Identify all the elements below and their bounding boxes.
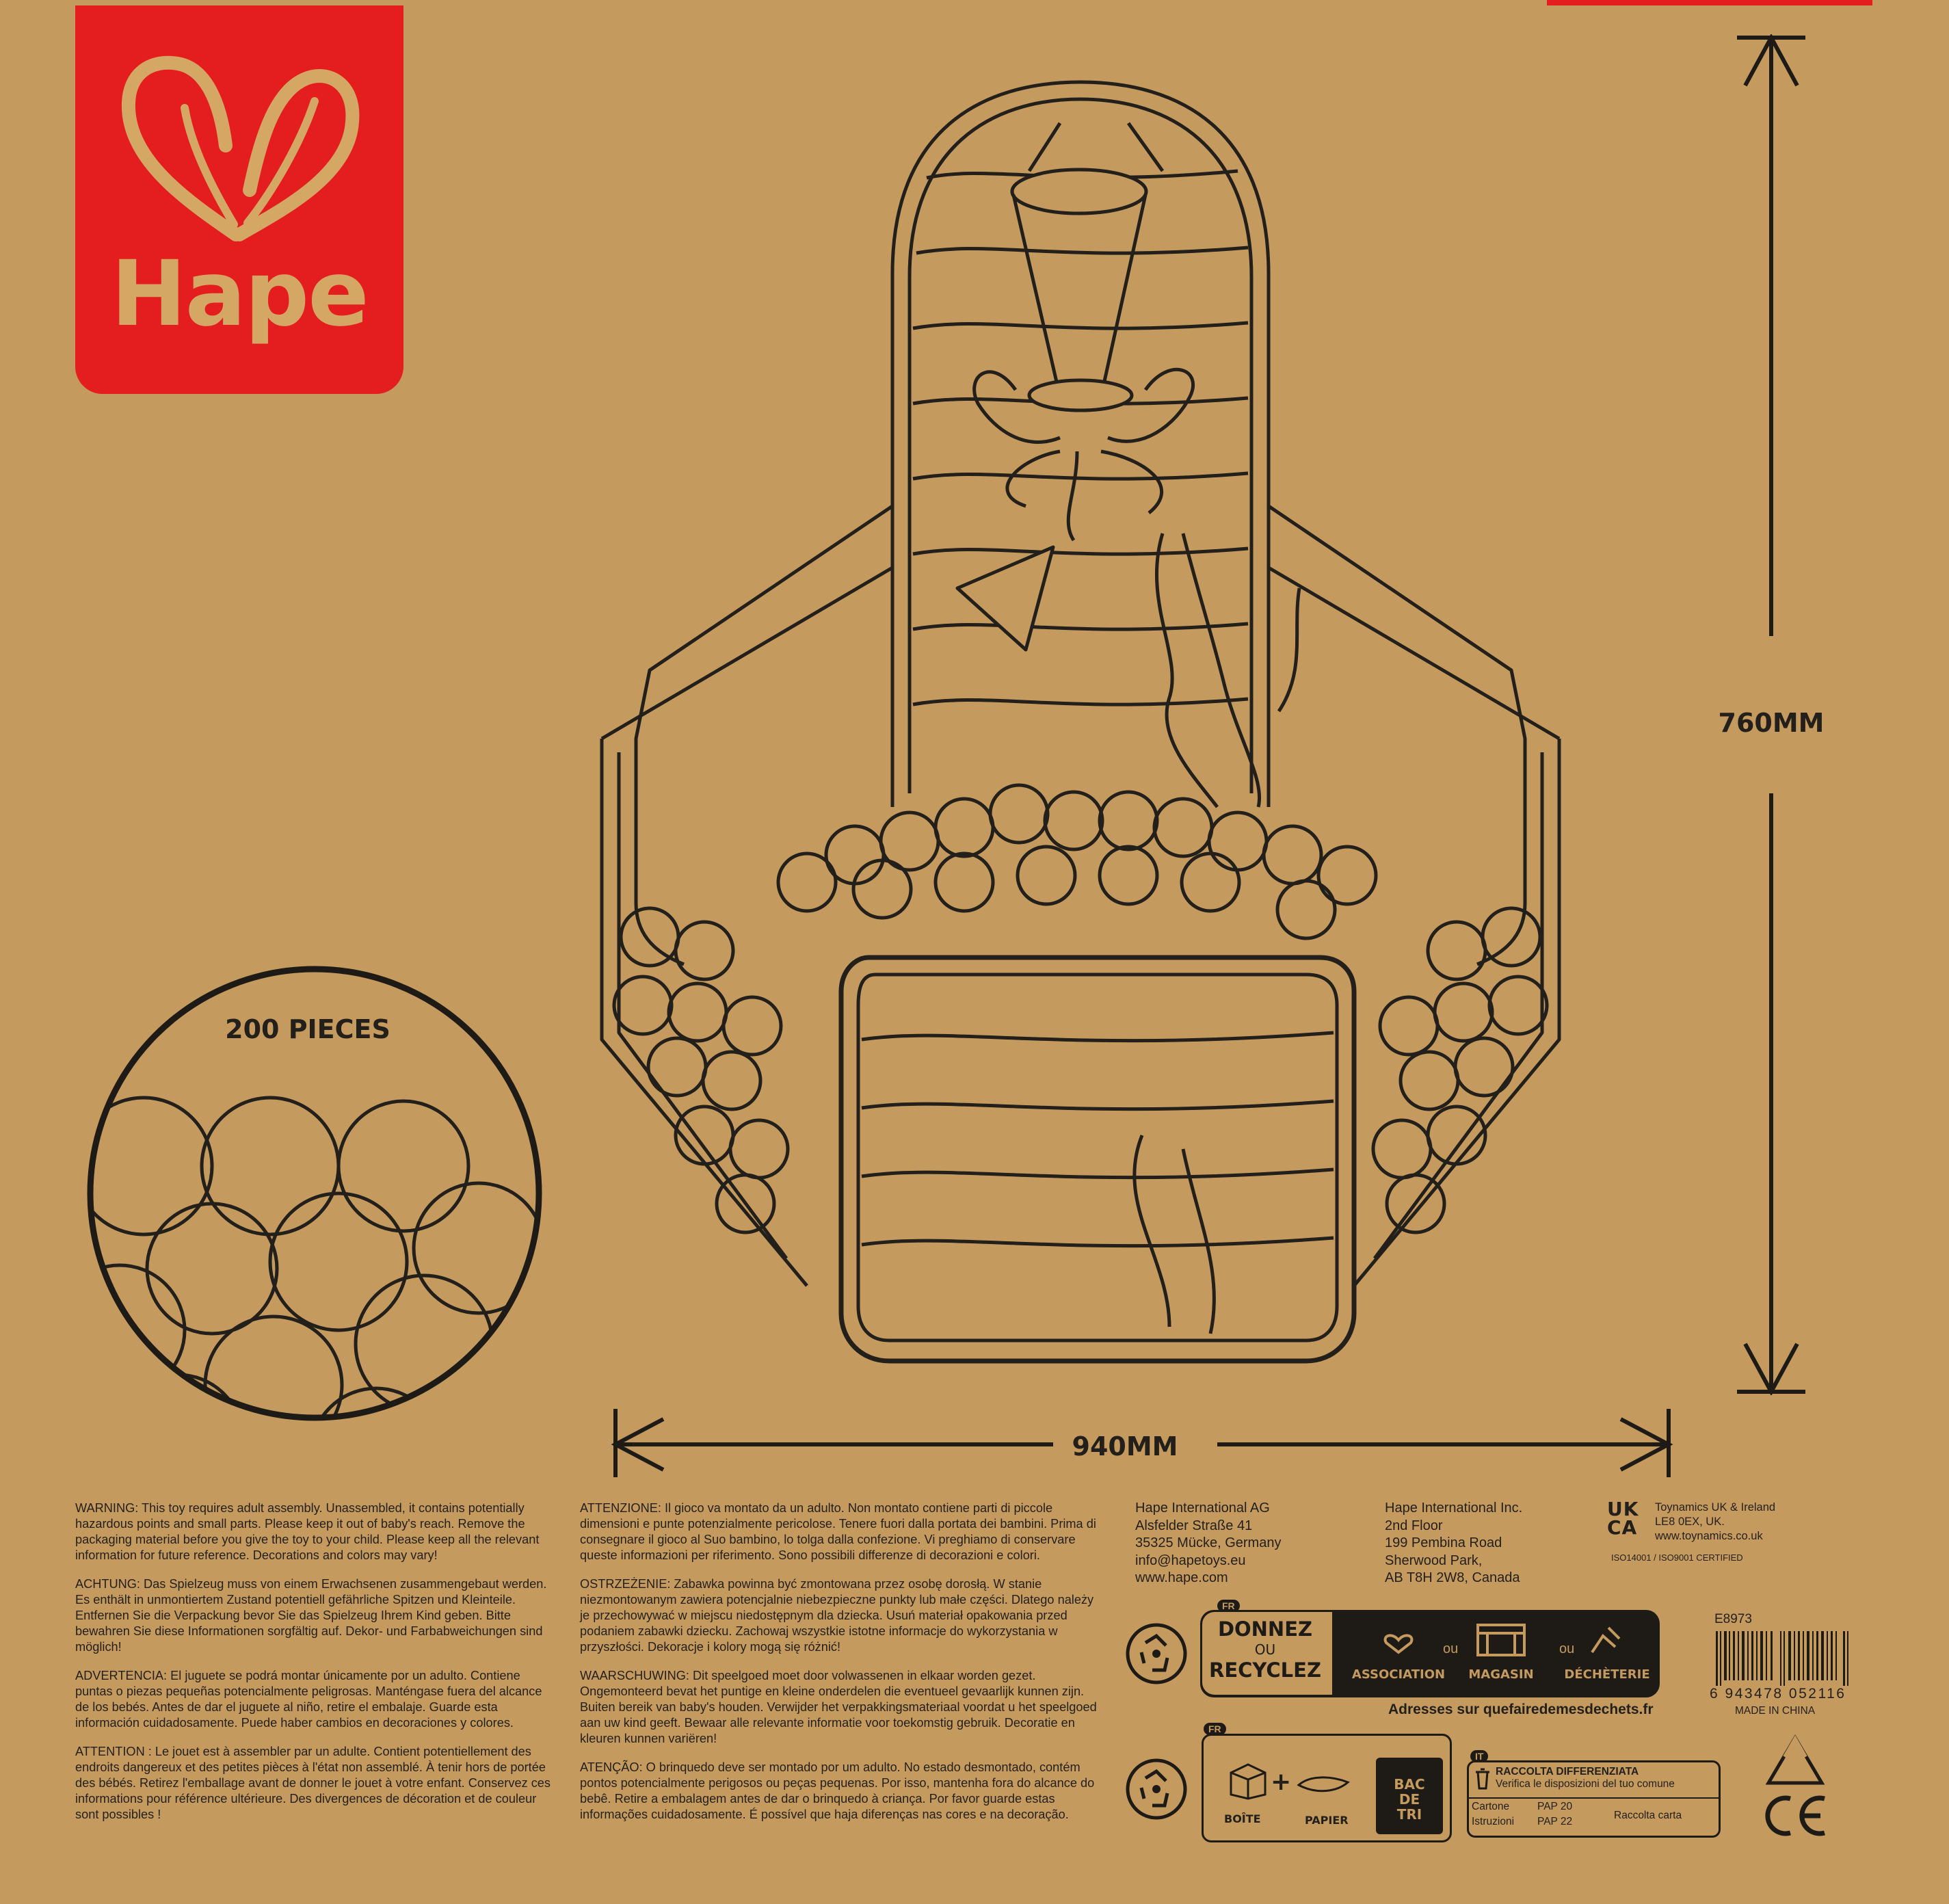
triman-box bbox=[1202, 1734, 1452, 1842]
warnings-column-1: WARNING: This toy requires adult assembl… bbox=[75, 1500, 554, 1836]
iso-certification: ISO14001 / ISO9001 CERTIFIED bbox=[1611, 1552, 1743, 1563]
width-dimension-arrow bbox=[611, 1409, 1673, 1477]
barcode-number: 6 943478 052116 bbox=[1710, 1686, 1846, 1702]
plus-sign: + bbox=[1271, 1768, 1292, 1796]
warning-de: ACHTUNG: Das Spielzeug muss von einem Er… bbox=[75, 1577, 547, 1654]
adresses-link: Adresses sur quefairedemesdechets.fr bbox=[1388, 1702, 1654, 1717]
raccolta-note: Raccolta carta bbox=[1614, 1810, 1682, 1821]
box-icon bbox=[1230, 1763, 1267, 1800]
recycling-triangle-icon bbox=[1765, 1734, 1825, 1785]
warning-pt: ATENÇÃO: O brinquedo deve ser montado po… bbox=[580, 1760, 1095, 1821]
warning-en: WARNING: This toy requires adult assembl… bbox=[75, 1501, 540, 1562]
ukca-importer: Toynamics UK & Ireland LE8 0EX, UK. www.… bbox=[1655, 1501, 1776, 1542]
ball-pit-illustration bbox=[600, 80, 1561, 1364]
paper-icon bbox=[1297, 1776, 1350, 1793]
donnez-options: ou ou ASSOCIATION MAGASIN DÉCHÈTERIE bbox=[1340, 1622, 1655, 1684]
heart-hand-icon bbox=[1383, 1634, 1414, 1654]
top-red-stripe bbox=[1547, 0, 1872, 5]
raccolta-box bbox=[1467, 1760, 1721, 1838]
recycling-person-icon-2 bbox=[1126, 1758, 1187, 1820]
warning-es: ADVERTENCIA: El juguete se podrá montar … bbox=[75, 1669, 542, 1730]
logo-wordmark: Hape bbox=[111, 241, 369, 347]
heart-leaf-icon bbox=[121, 55, 360, 241]
balls-detail-illustration bbox=[87, 966, 542, 1421]
height-label: 760MM bbox=[1703, 708, 1840, 738]
trash-bin-icon bbox=[1476, 1768, 1489, 1790]
made-in-china: MADE IN CHINA bbox=[1735, 1705, 1816, 1717]
warnings-column-2: ATTENZIONE: Il gioco va montato da un ad… bbox=[580, 1500, 1101, 1836]
warning-nl: WAARSCHUWING: Dit speelgoed moet door vo… bbox=[580, 1669, 1097, 1745]
papier-label: PAPIER bbox=[1305, 1814, 1349, 1827]
ukca-mark: UK CA bbox=[1607, 1498, 1639, 1539]
tri-bin-icon: BAC DE TRI bbox=[1376, 1758, 1443, 1834]
waste-drop-icon bbox=[1591, 1626, 1621, 1654]
fr-tag-2: FR bbox=[1204, 1723, 1226, 1735]
recycling-person-icon bbox=[1126, 1623, 1187, 1684]
ce-mark-icon bbox=[1765, 1795, 1825, 1836]
address-germany: Hape International AG Alsfelder Straße 4… bbox=[1135, 1500, 1282, 1585]
shop-icon bbox=[1476, 1624, 1526, 1656]
width-label: 940MM bbox=[1060, 1431, 1190, 1462]
product-code: E8973 bbox=[1714, 1612, 1752, 1626]
address-canada: Hape International Inc. 2nd Floor 199 Pe… bbox=[1385, 1500, 1523, 1585]
warning-fr: ATTENTION : Le jouet est à assembler par… bbox=[75, 1745, 551, 1821]
donnez-ou-recyclez: DONNEZ OU RECYCLEZ bbox=[1209, 1617, 1321, 1682]
pieces-count: 200 PIECES bbox=[225, 1014, 390, 1044]
raccolta-title: RACCOLTA DIFFERENZIATA Verifica le dispo… bbox=[1496, 1766, 1675, 1790]
barcode bbox=[1716, 1631, 1848, 1686]
height-dimension-arrow bbox=[1737, 34, 1805, 1395]
warning-pl: OSTRZEŻENIE: Zabawka powinna być zmontow… bbox=[580, 1577, 1094, 1654]
donnez-recyclez-left bbox=[1202, 1612, 1332, 1695]
warning-it: ATTENZIONE: Il gioco va montato da un ad… bbox=[580, 1501, 1096, 1562]
hape-logo: Hape bbox=[75, 5, 403, 394]
it-tag: IT bbox=[1470, 1750, 1489, 1762]
fr-tag: FR bbox=[1217, 1600, 1240, 1612]
boite-label: BOÎTE bbox=[1224, 1812, 1261, 1825]
